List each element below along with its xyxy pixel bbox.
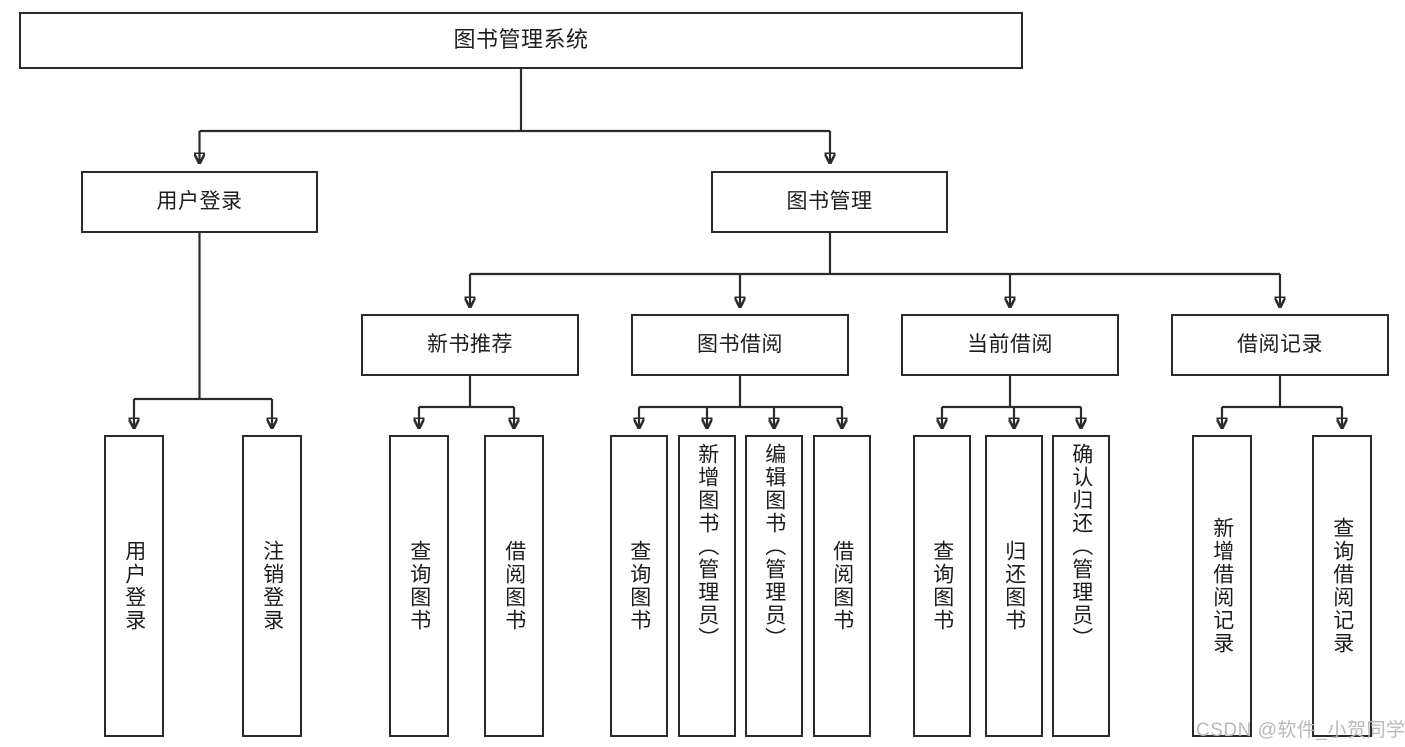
node-label: 图书管理 xyxy=(786,190,873,214)
node-current-borrow[interactable]: 当前借阅 xyxy=(901,314,1119,376)
node-new-book-recommend[interactable]: 新书推荐 xyxy=(361,314,579,376)
node-label: 新书推荐 xyxy=(427,333,513,357)
leaf-borrow-book-2[interactable]: 借阅图书 xyxy=(813,435,871,737)
node-label: 图书管理系统 xyxy=(453,27,589,53)
node-label: 借阅记录 xyxy=(1237,333,1323,357)
node-label: 编辑图书（管理员） xyxy=(762,443,786,650)
node-borrow-record[interactable]: 借阅记录 xyxy=(1171,314,1389,376)
node-label: 用户登录 xyxy=(156,190,243,214)
node-label: 用户登录 xyxy=(122,540,146,632)
leaf-borrow-book-1[interactable]: 借阅图书 xyxy=(484,435,544,737)
leaf-query-book-3[interactable]: 查询图书 xyxy=(913,435,971,737)
node-book-borrow[interactable]: 图书借阅 xyxy=(631,314,849,376)
leaf-add-borrow-record[interactable]: 新增借阅记录 xyxy=(1192,435,1252,737)
node-label: 确认归还（管理员） xyxy=(1069,443,1093,650)
leaf-edit-book-admin[interactable]: 编辑图书（管理员） xyxy=(745,435,803,737)
node-label: 查询借阅记录 xyxy=(1330,517,1354,655)
leaf-user-login[interactable]: 用户登录 xyxy=(104,435,164,737)
leaf-query-book-1[interactable]: 查询图书 xyxy=(389,435,449,737)
node-label: 查询图书 xyxy=(930,540,954,632)
node-label: 查询图书 xyxy=(407,540,431,632)
leaf-add-book-admin[interactable]: 新增图书（管理员） xyxy=(678,435,736,737)
node-user-login[interactable]: 用户登录 xyxy=(81,171,318,233)
leaf-return-book[interactable]: 归还图书 xyxy=(985,435,1043,737)
node-label: 查询图书 xyxy=(627,540,651,632)
leaf-logout[interactable]: 注销登录 xyxy=(242,435,302,737)
node-label: 新增图书（管理员） xyxy=(695,443,719,650)
leaf-query-borrow-record[interactable]: 查询借阅记录 xyxy=(1312,435,1372,737)
node-label: 新增借阅记录 xyxy=(1210,517,1234,655)
node-label: 借阅图书 xyxy=(830,540,854,632)
node-label: 当前借阅 xyxy=(967,333,1053,357)
node-root-system[interactable]: 图书管理系统 xyxy=(19,12,1023,69)
leaf-query-book-2[interactable]: 查询图书 xyxy=(610,435,668,737)
leaf-confirm-return[interactable]: 确认归还（管理员） xyxy=(1052,435,1110,737)
csdn-watermark: CSDN @软件_小贺同学 xyxy=(1196,720,1405,741)
node-label: 注销登录 xyxy=(260,540,284,632)
node-label: 归还图书 xyxy=(1002,540,1026,632)
node-label: 借阅图书 xyxy=(502,540,526,632)
node-book-management[interactable]: 图书管理 xyxy=(711,171,948,233)
node-label: 图书借阅 xyxy=(697,333,783,357)
